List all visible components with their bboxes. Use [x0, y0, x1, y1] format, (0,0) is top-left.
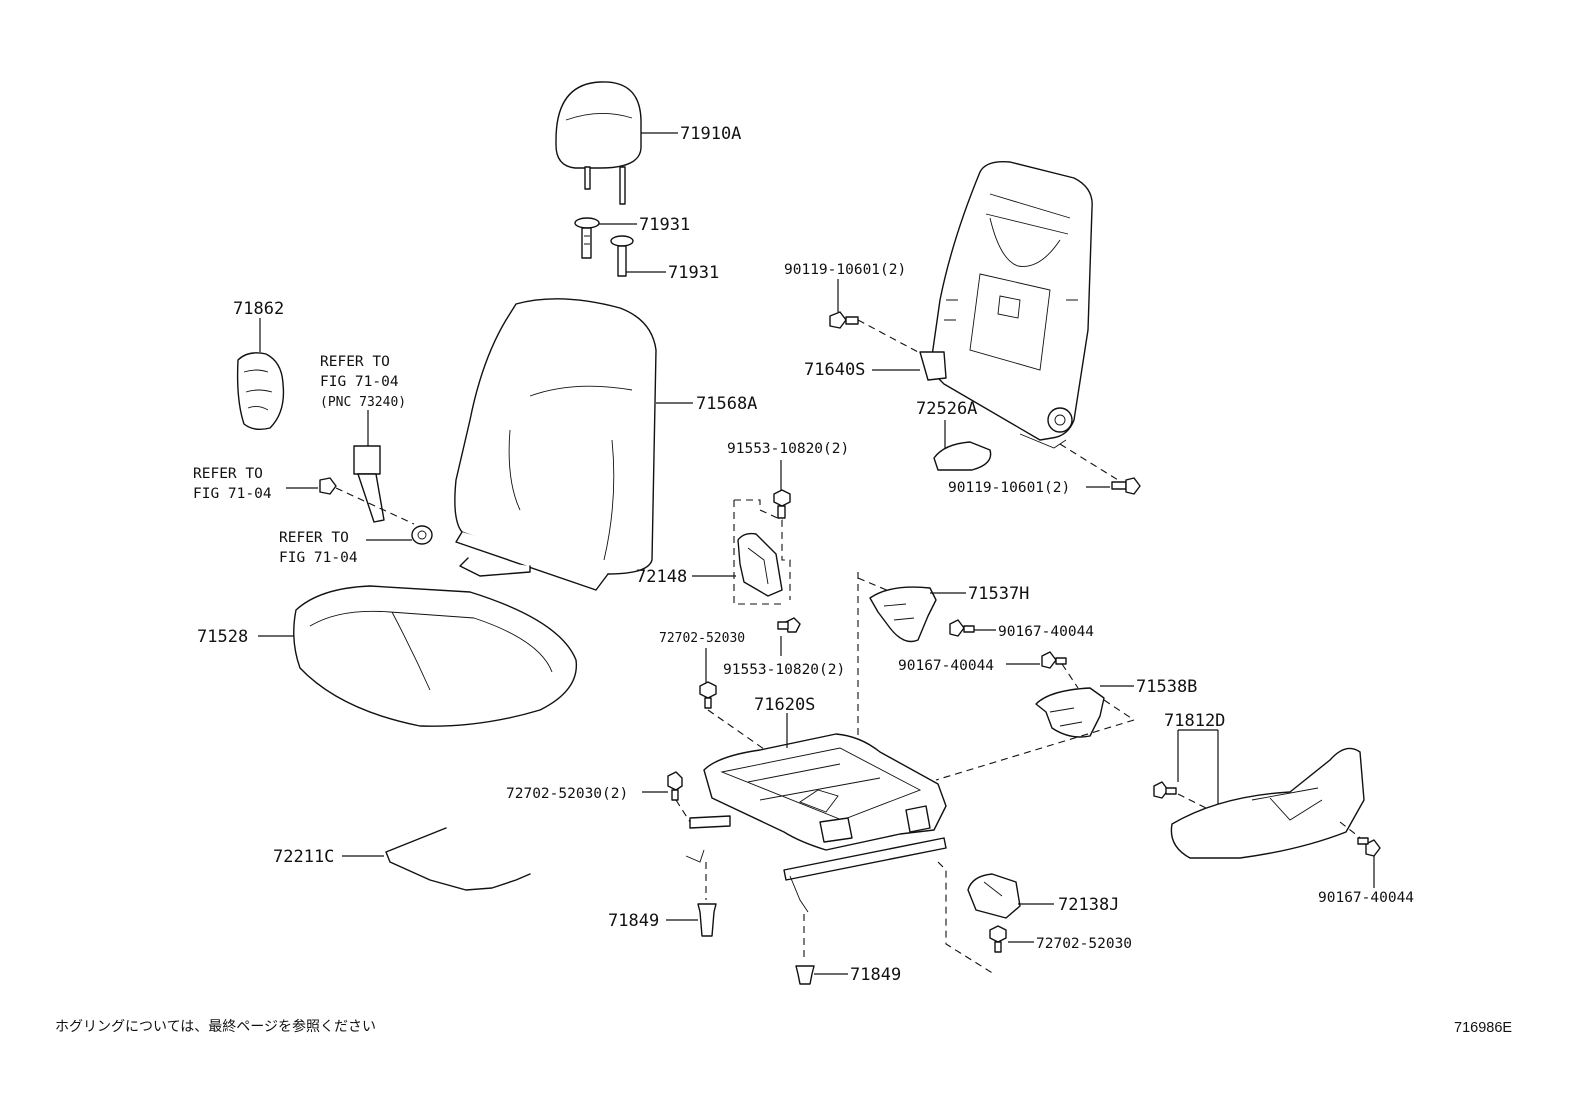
label-bracket-72148: 72148 — [636, 567, 687, 587]
label-bolt-91553-lower: 91553-10820(2) — [723, 662, 845, 678]
label-cushion: 71528 — [197, 627, 248, 647]
bolt-72702-2 — [667, 771, 683, 801]
refer-a-line1: REFER TO — [320, 354, 390, 370]
refer-a-line3: (PNC 73240) — [320, 395, 406, 410]
cushion-frame-part — [685, 733, 947, 913]
seatback-frame-part — [919, 161, 1093, 449]
washer-refer-c — [411, 525, 433, 545]
label-cover-72138j: 72138J — [1058, 895, 1119, 915]
label-shield-71812d: 71812D — [1164, 711, 1225, 731]
cover-71537h-part — [869, 586, 937, 643]
cover-72138j-part — [967, 873, 1021, 919]
refer-b-line1: REFER TO — [193, 466, 263, 482]
label-back-frame-bolt: 90119-10601(2) — [784, 262, 906, 278]
shield-71812d-part — [1170, 747, 1365, 859]
label-stopper-a: 71849 — [608, 911, 659, 931]
label-cover-71862: 71862 — [233, 299, 284, 319]
headrest-part — [555, 81, 642, 205]
label-stopper-b: 71849 — [850, 965, 901, 985]
stopper-71849-b — [795, 965, 815, 985]
cover-72526a-part — [933, 441, 992, 471]
label-bolt-91553-upper: 91553-10820(2) — [727, 441, 849, 457]
bolt-lower — [1111, 477, 1141, 495]
screw-90167-b — [1041, 651, 1067, 669]
label-cover-71538b: 71538B — [1136, 677, 1197, 697]
label-back-cover: 71568A — [696, 394, 757, 414]
headrest-support-lower — [610, 235, 634, 277]
seat-cushion-part — [293, 585, 578, 727]
label-support-lower: 71931 — [668, 263, 719, 283]
figure-code: 716986E — [1454, 1020, 1513, 1036]
label-cover-71537h: 71537H — [968, 584, 1029, 604]
screw-90167-c — [1357, 837, 1381, 857]
label-bolt-72702-2: 72702-52030(2) — [506, 786, 628, 802]
bolt-72702-b — [989, 925, 1007, 953]
bolt-upper — [829, 311, 859, 329]
headrest-support-upper — [574, 217, 600, 259]
label-screw-90167-c: 90167-40044 — [1318, 890, 1414, 906]
refer-b-line2: FIG 71-04 — [193, 486, 272, 502]
bracket-72148-part — [737, 532, 783, 597]
cover-71862-part — [236, 352, 285, 431]
screw-90167-a — [949, 619, 975, 637]
label-cover-72526a: 72526A — [916, 399, 977, 419]
label-screw-90167-b: 90167-40044 — [898, 658, 994, 674]
wire-72211c-part — [385, 827, 531, 891]
label-cushion-frame: 71620S — [754, 695, 815, 715]
label-back-frame-bolt-lower: 90119-10601(2) — [948, 480, 1070, 496]
bolt-72702-a — [699, 681, 717, 709]
label-support-upper: 71931 — [639, 215, 690, 235]
stopper-71849-a — [697, 903, 717, 937]
bolt-91553-upper — [773, 489, 791, 519]
seatbelt-buckle — [353, 445, 385, 523]
refer-c-line1: REFER TO — [279, 530, 349, 546]
cover-71538b-part — [1035, 687, 1105, 738]
label-wire-72211c: 72211C — [273, 847, 334, 867]
label-headrest: 71910A — [680, 124, 741, 144]
refer-a-line2: FIG 71-04 — [320, 374, 399, 390]
label-screw-90167-a: 90167-40044 — [998, 624, 1094, 640]
seatback-cover-part — [454, 298, 657, 591]
nut-refer-b — [319, 477, 337, 495]
label-bolt-72702-b: 72702-52030 — [1036, 936, 1132, 952]
refer-c-line2: FIG 71-04 — [279, 550, 358, 566]
label-back-frame: 71640S — [804, 360, 865, 380]
footer-note: ホグリングについては、最終ページを参照ください — [55, 1019, 377, 1035]
label-bolt-72702-a: 72702-52030 — [659, 631, 745, 646]
shield-screw — [1153, 781, 1177, 799]
bolt-91553-lower — [777, 617, 801, 633]
